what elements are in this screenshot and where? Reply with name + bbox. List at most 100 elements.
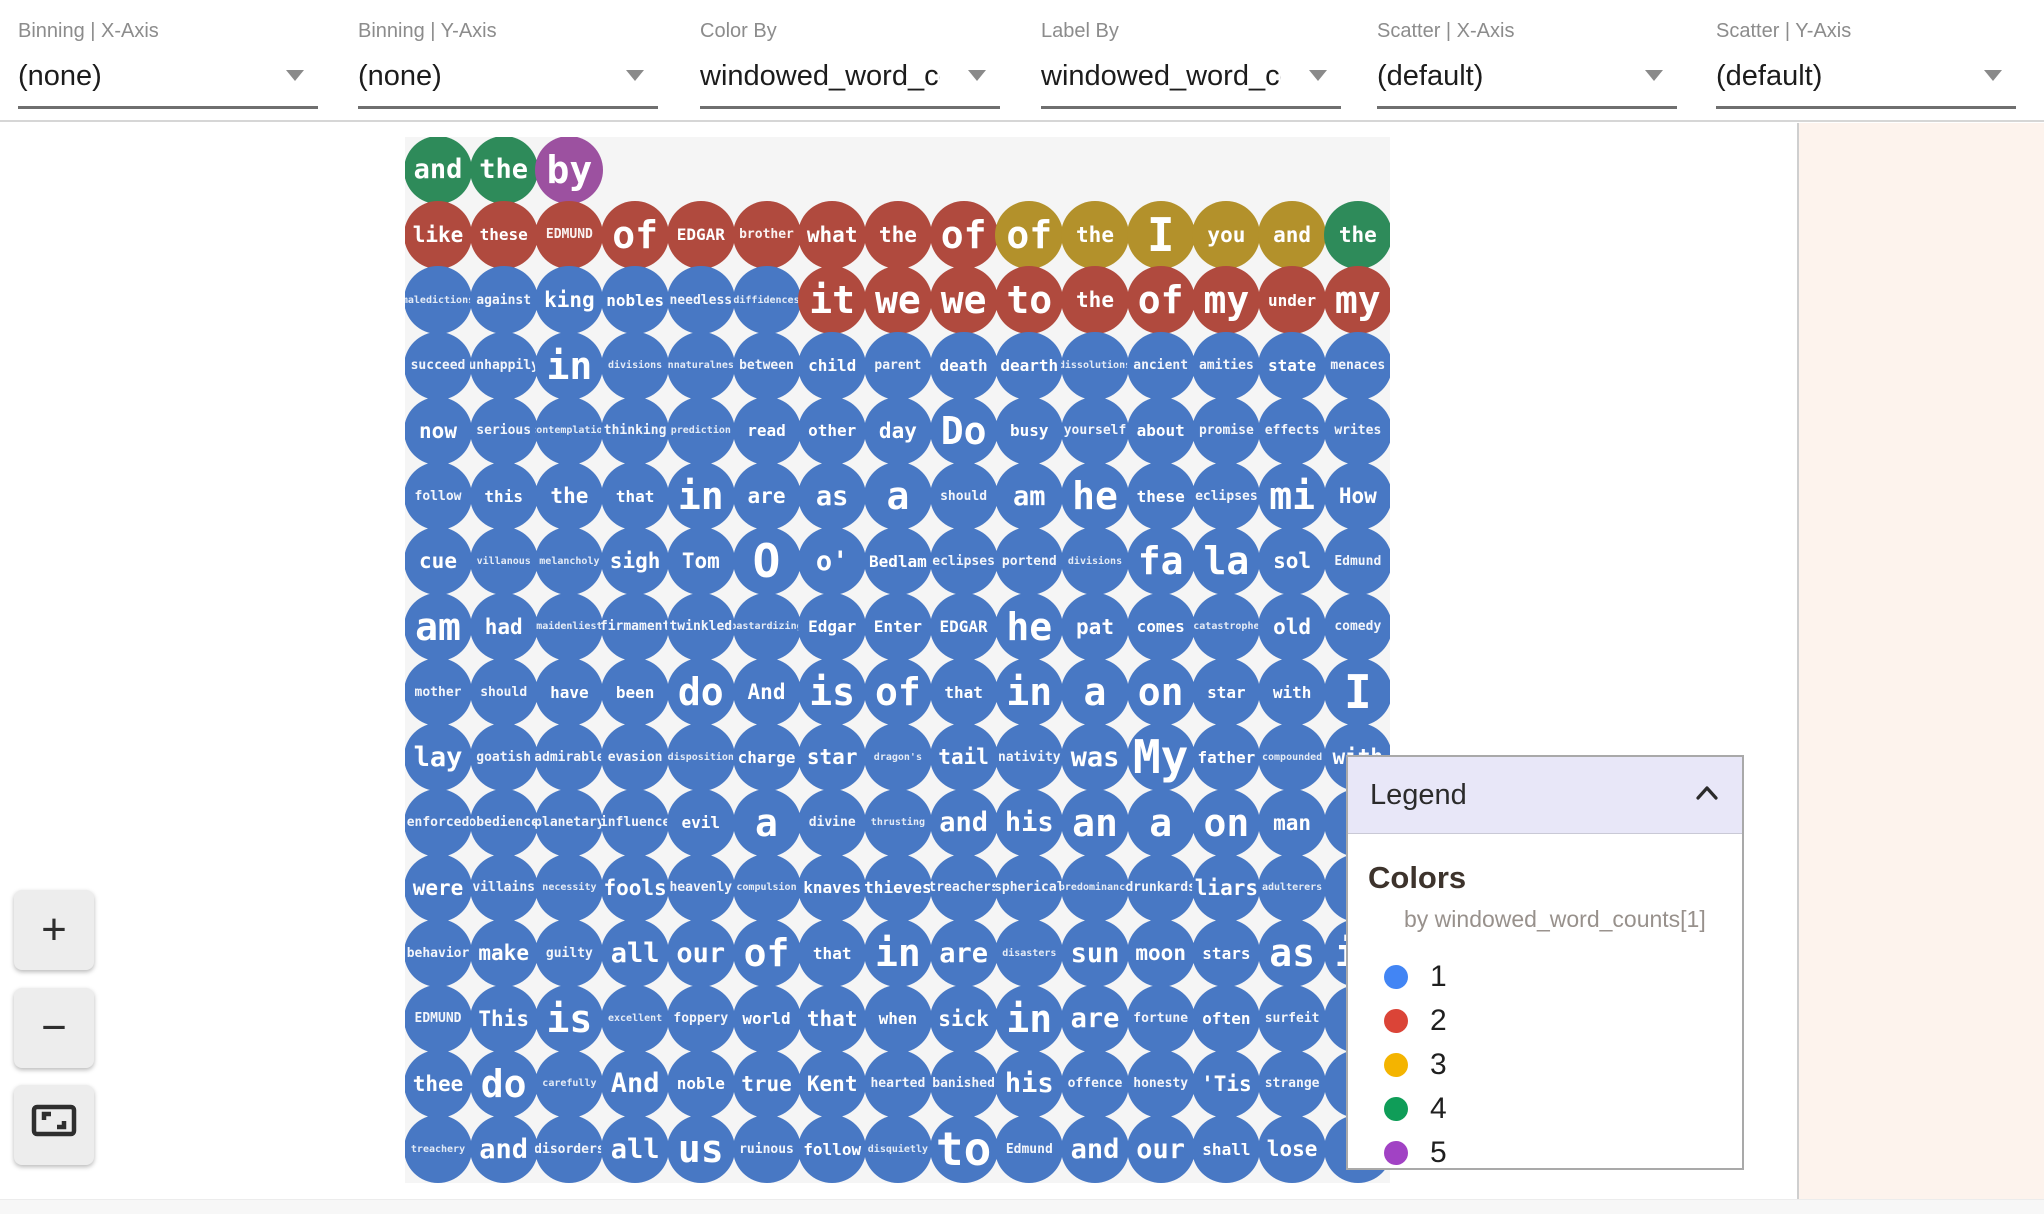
word-circle[interactable]: a	[863, 462, 932, 531]
word-circle[interactable]: unnaturalness	[666, 331, 735, 400]
word-circle[interactable]: cue	[405, 527, 472, 596]
word-circle[interactable]: do	[666, 658, 735, 726]
word-circle[interactable]: thieves	[863, 853, 932, 922]
word-circle[interactable]: all	[601, 1115, 670, 1183]
word-circle[interactable]: in	[863, 919, 932, 988]
word-circle[interactable]: goatish	[469, 723, 538, 792]
word-circle[interactable]: an	[1061, 788, 1129, 857]
word-circle[interactable]: spherical	[995, 853, 1064, 922]
word-circle[interactable]: Tom	[666, 527, 735, 596]
word-circle[interactable]: excellent	[601, 984, 670, 1053]
word-circle[interactable]: planetary	[535, 788, 604, 857]
word-circle[interactable]: are	[929, 919, 998, 988]
word-circle[interactable]: should	[929, 462, 998, 531]
word-circle[interactable]: been	[601, 658, 670, 726]
word-circle[interactable]: pat	[1061, 592, 1129, 661]
word-circle[interactable]: twinkled	[666, 592, 735, 661]
word-circle[interactable]: his	[995, 788, 1064, 857]
word-circle[interactable]: Edmund	[1323, 527, 1390, 596]
word-circle[interactable]: amities	[1192, 331, 1261, 400]
word-circle[interactable]: tail	[929, 723, 998, 792]
word-circle[interactable]: lay	[405, 723, 472, 792]
word-circle[interactable]: knaves	[798, 853, 867, 922]
word-circle[interactable]: contemplation	[535, 396, 604, 465]
word-circle[interactable]: evil	[666, 788, 735, 857]
word-circle[interactable]: was	[1061, 723, 1129, 792]
word-circle[interactable]: sun	[1061, 919, 1129, 988]
word-circle[interactable]: father	[1192, 723, 1261, 792]
word-circle[interactable]: and	[929, 788, 998, 857]
word-circle[interactable]: my	[1323, 266, 1390, 335]
word-circle[interactable]: follow	[798, 1115, 867, 1183]
word-circle[interactable]: My	[1126, 723, 1195, 792]
word-circle[interactable]: am	[995, 462, 1064, 531]
legend-header[interactable]: Legend	[1348, 757, 1742, 834]
word-circle[interactable]: had	[469, 592, 538, 661]
word-circle[interactable]: divine	[798, 788, 867, 857]
word-circle[interactable]: between	[732, 331, 801, 400]
word-circle[interactable]: enforced	[405, 788, 472, 857]
word-circle[interactable]: And	[601, 1049, 670, 1118]
word-circle[interactable]: prediction	[666, 396, 735, 465]
word-circle[interactable]: portend	[995, 527, 1064, 596]
word-circle[interactable]: disquietly	[863, 1115, 932, 1183]
word-circle[interactable]: o'	[798, 527, 867, 596]
word-circle[interactable]: child	[798, 331, 867, 400]
word-circle[interactable]: banished	[929, 1049, 998, 1118]
word-circle[interactable]: busy	[995, 396, 1064, 465]
word-circle[interactable]: comes	[1126, 592, 1195, 661]
word-circle[interactable]: mother	[405, 658, 472, 726]
word-circle[interactable]: adulterers	[1258, 853, 1327, 922]
word-circle[interactable]: in	[535, 331, 604, 400]
word-circle[interactable]: charge	[732, 723, 801, 792]
word-circle[interactable]: of	[863, 658, 932, 726]
word-circle[interactable]: EDMUND	[535, 200, 604, 269]
word-circle[interactable]: maledictions	[405, 266, 472, 335]
word-circle[interactable]: star	[798, 723, 867, 792]
word-circle[interactable]: comedy	[1323, 592, 1390, 661]
word-circle[interactable]: drunkards	[1126, 853, 1195, 922]
word-circle[interactable]: divisions	[601, 331, 670, 400]
word-circle[interactable]: this	[469, 462, 538, 531]
word-circle[interactable]: sick	[929, 984, 998, 1053]
word-circle[interactable]: against	[469, 266, 538, 335]
word-circle[interactable]: like	[405, 200, 472, 269]
word-circle[interactable]: his	[995, 1049, 1064, 1118]
word-circle[interactable]: divisions	[1061, 527, 1129, 596]
word-circle[interactable]: mi	[1258, 462, 1327, 531]
word-circle[interactable]: EDGAR	[929, 592, 998, 661]
word-circle[interactable]: necessity	[535, 853, 604, 922]
word-circle[interactable]: old	[1258, 592, 1327, 661]
word-circle[interactable]: we	[929, 266, 998, 335]
word-circle[interactable]: eclipses	[1192, 462, 1261, 531]
word-circle[interactable]: villains	[469, 853, 538, 922]
word-circle[interactable]: O	[732, 527, 801, 596]
word-circle[interactable]: king	[535, 266, 604, 335]
word-circle[interactable]: heavenly	[666, 853, 735, 922]
word-circle[interactable]: in	[666, 462, 735, 531]
word-circle[interactable]: Edmund	[995, 1115, 1064, 1183]
word-circle[interactable]: shall	[1192, 1115, 1261, 1183]
word-circle[interactable]: yourself	[1061, 396, 1129, 465]
word-circle[interactable]: and	[1061, 1115, 1129, 1183]
word-circle[interactable]: the	[863, 200, 932, 269]
word-circle[interactable]: sigh	[601, 527, 670, 596]
word-circle[interactable]: that	[798, 984, 867, 1053]
word-circle[interactable]: we	[863, 266, 932, 335]
word-circle[interactable]: our	[1126, 1115, 1195, 1183]
word-circle[interactable]: fools	[601, 853, 670, 922]
word-circle[interactable]: bastardizing	[732, 592, 801, 661]
dropdown-scatter-y-axis[interactable]: Scatter | Y-Axis(default)	[1716, 18, 2016, 109]
word-circle[interactable]: EDMUND	[405, 984, 472, 1053]
word-circle[interactable]: the	[1323, 200, 1390, 269]
word-circle[interactable]: follow	[405, 462, 472, 531]
word-circle[interactable]: and	[405, 137, 472, 204]
word-circle[interactable]: of	[995, 200, 1064, 269]
word-circle[interactable]: thinking	[601, 396, 670, 465]
word-circle[interactable]: the	[1061, 266, 1129, 335]
word-circle[interactable]: about	[1126, 396, 1195, 465]
word-circle[interactable]: Do	[929, 396, 998, 465]
